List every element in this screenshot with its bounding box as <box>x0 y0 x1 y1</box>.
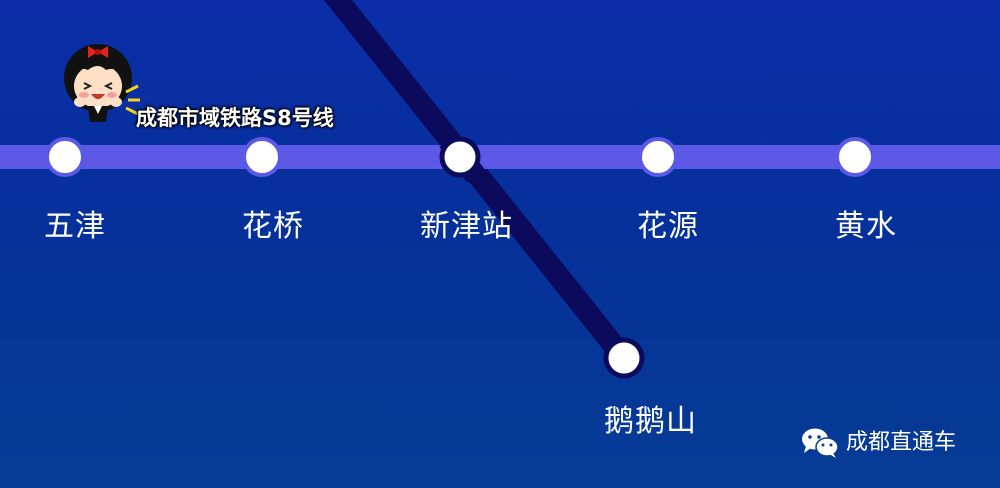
watermark: 成都直通车 <box>800 426 956 460</box>
station-label-eeshan: 鹅鹅山 <box>604 404 697 439</box>
station-dot-huayuan[interactable] <box>638 137 678 177</box>
crossing-line <box>323 0 635 369</box>
wechat-icon <box>802 428 839 458</box>
station-dot-huaqiao[interactable] <box>242 137 282 177</box>
line-title: 成都市域铁路S8号线 <box>136 106 334 130</box>
s8-line <box>0 145 1000 169</box>
cartoon-girl-icon <box>64 44 140 122</box>
station-label-huaqiao: 花桥 <box>242 209 304 244</box>
watermark-text: 成都直通车 <box>846 430 957 455</box>
station-dot-huangshui[interactable] <box>835 137 875 177</box>
station-dot-eeshan[interactable] <box>603 337 645 379</box>
station-dot-xinjin[interactable] <box>439 136 481 178</box>
station-label-huangshui: 黄水 <box>835 209 897 244</box>
station-label-xinjin: 新津站 <box>420 209 513 244</box>
station-label-wujin: 五津 <box>44 209 106 244</box>
station-dot-wujin[interactable] <box>45 137 85 177</box>
station-label-huayuan: 花源 <box>637 209 699 244</box>
